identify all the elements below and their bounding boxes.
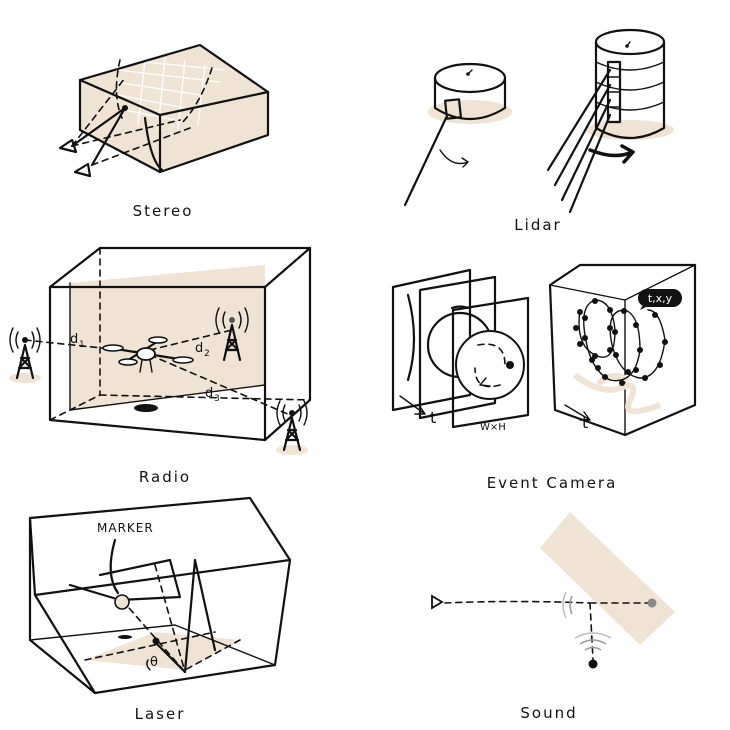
drone-shadow — [134, 404, 158, 412]
sound-label: Sound — [520, 704, 577, 722]
stereo-surface-grid — [114, 57, 226, 131]
distance-d2-subscript: 2 — [204, 349, 210, 359]
radio-tower-left-icon — [9, 327, 41, 383]
radio-label: Radio — [139, 468, 191, 486]
radio-panel: d 1 d 2 d 3 — [9, 246, 312, 486]
event-tuple-text: t,x,y — [648, 292, 673, 305]
event-tuple-bubble — [638, 289, 682, 307]
laser-panel: MARKER θ Laser — [28, 496, 292, 723]
event-camera-panel: t W×H t, — [391, 263, 697, 492]
lidar-label: Lidar — [514, 216, 561, 234]
sound-receiver-icon — [431, 594, 444, 610]
lidar-small-cylinder — [403, 62, 512, 207]
sound-wall — [540, 512, 675, 645]
distance-d1-subscript: 1 — [79, 340, 85, 350]
lidar-large-cylinder — [546, 28, 674, 214]
distance-d2: d — [195, 341, 203, 356]
right-camera-icon — [73, 162, 92, 178]
event-points — [573, 298, 668, 386]
stereo-label: Stereo — [133, 202, 194, 220]
motion-arrow-top — [477, 343, 506, 366]
marker-label: MARKER — [97, 521, 154, 535]
distance-d3: d — [205, 386, 213, 401]
sound-source-dot — [588, 659, 598, 669]
drone-icon — [102, 336, 194, 373]
distance-d3-subscript: 3 — [214, 394, 220, 404]
time-axis-right: t — [582, 413, 588, 432]
mirror-source-dot — [647, 598, 657, 608]
radio-tower-bottom-icon — [276, 400, 308, 455]
laser-angle-label: θ — [150, 655, 158, 670]
event-camera-label: Event Camera — [487, 474, 618, 492]
left-camera-icon — [58, 138, 78, 154]
frame-stack: t W×H — [391, 268, 530, 433]
stereo-panel: Stereo — [58, 43, 270, 220]
distance-d1: d — [70, 332, 78, 347]
laser-marker-dot — [114, 594, 130, 610]
radio-tower-right-wall-icon — [215, 307, 249, 362]
laser-label: Laser — [135, 705, 186, 723]
sound-panel: Sound — [431, 512, 675, 722]
frame-size-label: W×H — [480, 422, 506, 433]
event-volume: t,x,y t — [548, 263, 697, 437]
time-axis-left: t — [430, 408, 436, 427]
lidar-panel: Lidar — [403, 28, 674, 234]
